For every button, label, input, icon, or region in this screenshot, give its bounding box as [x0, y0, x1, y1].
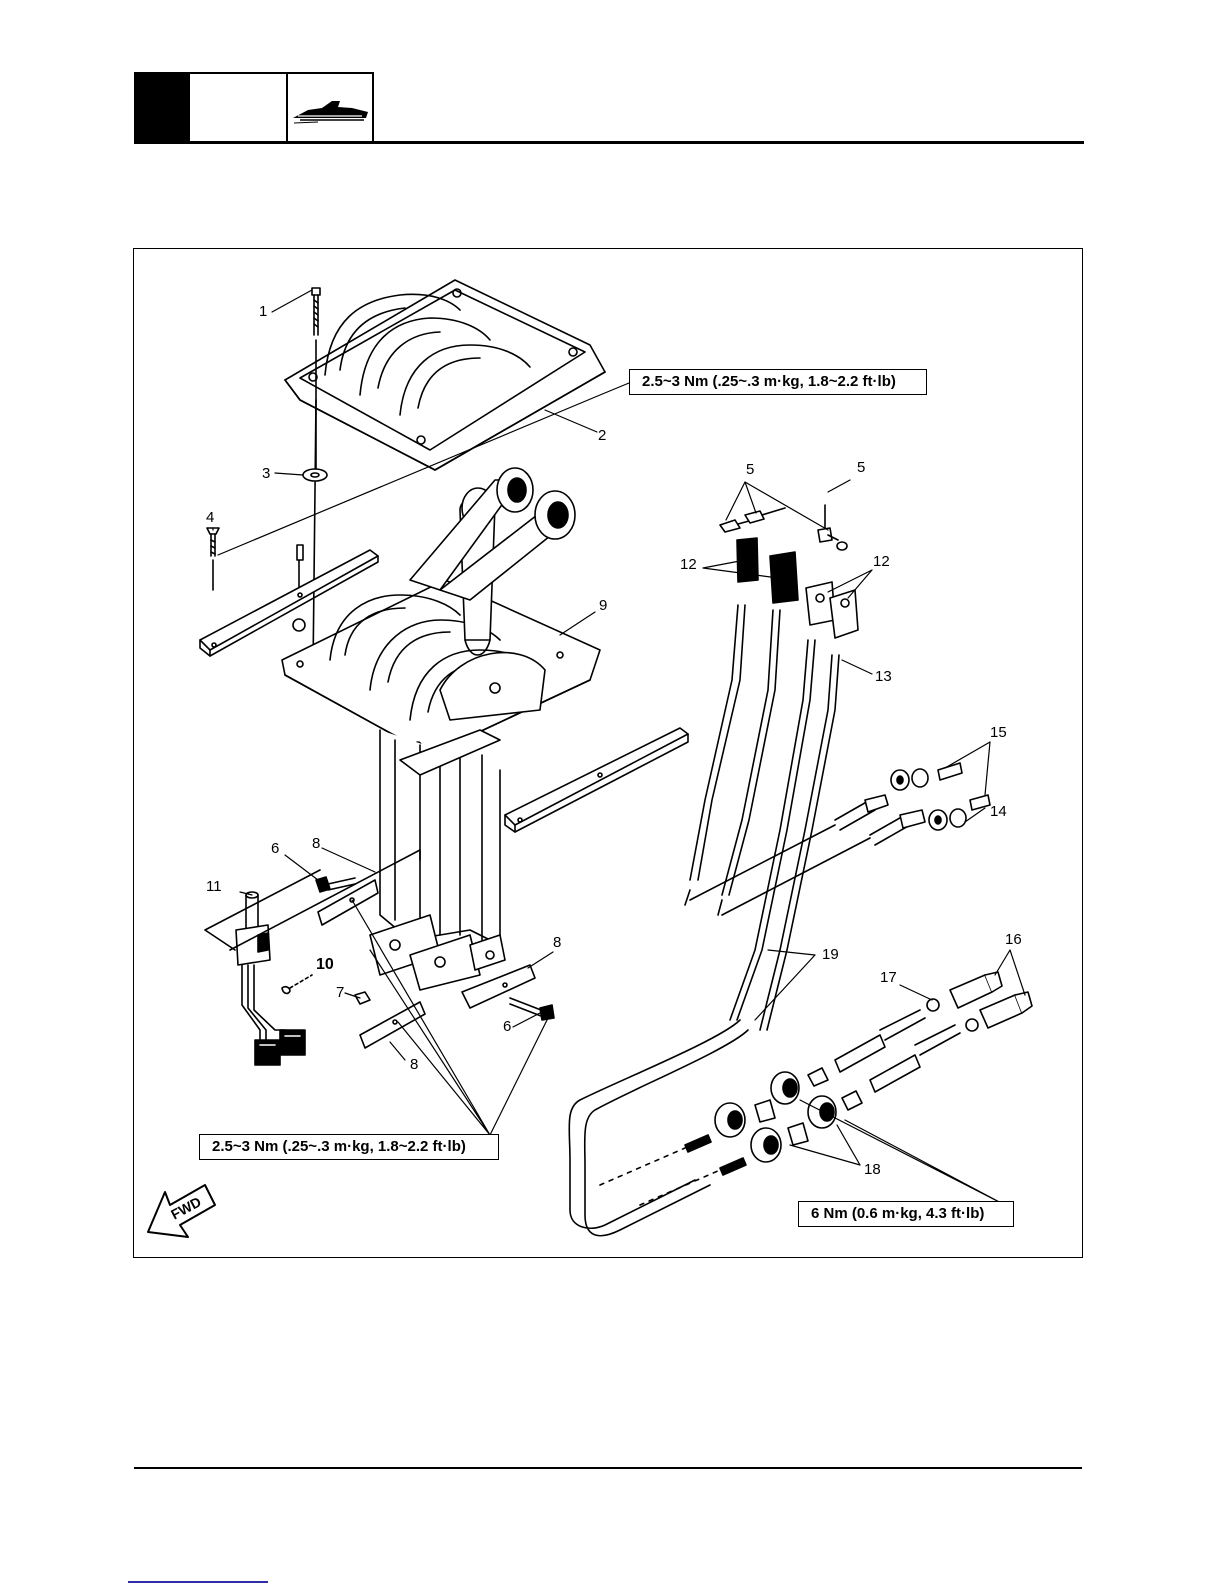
- part-label-12a: 12: [680, 557, 697, 573]
- lever-housing: [370, 730, 505, 990]
- cable-nuts-18: [600, 1072, 836, 1205]
- part-label-5a: 5: [746, 462, 754, 478]
- torque-spec-right: 6 Nm (0.6 m·kg, 4.3 ft·lb): [798, 1201, 1014, 1227]
- cable-joints: [720, 505, 858, 638]
- part-label-12b: 12: [873, 554, 890, 570]
- part-label-11: 11: [206, 879, 222, 895]
- neutral-switch-11: [236, 892, 305, 1065]
- part-label-17: 17: [880, 970, 897, 986]
- cable-bolts: [690, 763, 990, 915]
- part-label-7: 7: [336, 985, 344, 1001]
- part-label-8b: 8: [553, 935, 561, 951]
- part-label-16: 16: [1005, 932, 1022, 948]
- part-label-8a: 8: [312, 836, 320, 852]
- stopper-bar-8c: [360, 1002, 425, 1048]
- upper-cover-plate: [285, 280, 605, 470]
- nut-7: [355, 992, 370, 1004]
- part-label-3: 3: [262, 466, 270, 482]
- torque-spec-bottom: 2.5~3 Nm (.25~.3 m·kg, 1.8~2.2 ft·lb): [199, 1134, 499, 1160]
- torque-spec-top: 2.5~3 Nm (.25~.3 m·kg, 1.8~2.2 ft·lb): [629, 369, 927, 395]
- part-label-15: 15: [990, 725, 1007, 741]
- screw-4: [207, 528, 219, 590]
- part-label-13: 13: [875, 669, 892, 685]
- right-plate: [505, 728, 688, 832]
- part-label-18: 18: [864, 1162, 881, 1178]
- part-label-2: 2: [598, 428, 606, 444]
- control-base-plate: [282, 580, 600, 755]
- throttle-cables: [685, 605, 839, 1030]
- washer-3: [303, 469, 327, 481]
- footer-link-underline[interactable]: [128, 1581, 268, 1583]
- screw-1: [312, 288, 320, 335]
- part-label-9: 9: [599, 598, 607, 614]
- part-label-6a: 6: [271, 841, 279, 857]
- part-label-14: 14: [990, 804, 1007, 820]
- part-label-5b: 5: [857, 460, 865, 476]
- footer-rule: [134, 1467, 1082, 1469]
- part-label-8c: 8: [410, 1057, 418, 1073]
- part-label-6b: 6: [503, 1019, 511, 1035]
- part-label-4: 4: [206, 510, 214, 526]
- bolt-6a: [316, 877, 355, 892]
- cable-fittings: [808, 972, 1032, 1110]
- part-label-19: 19: [822, 947, 839, 963]
- part-label-10: 10: [316, 957, 334, 973]
- part-label-1: 1: [259, 304, 267, 320]
